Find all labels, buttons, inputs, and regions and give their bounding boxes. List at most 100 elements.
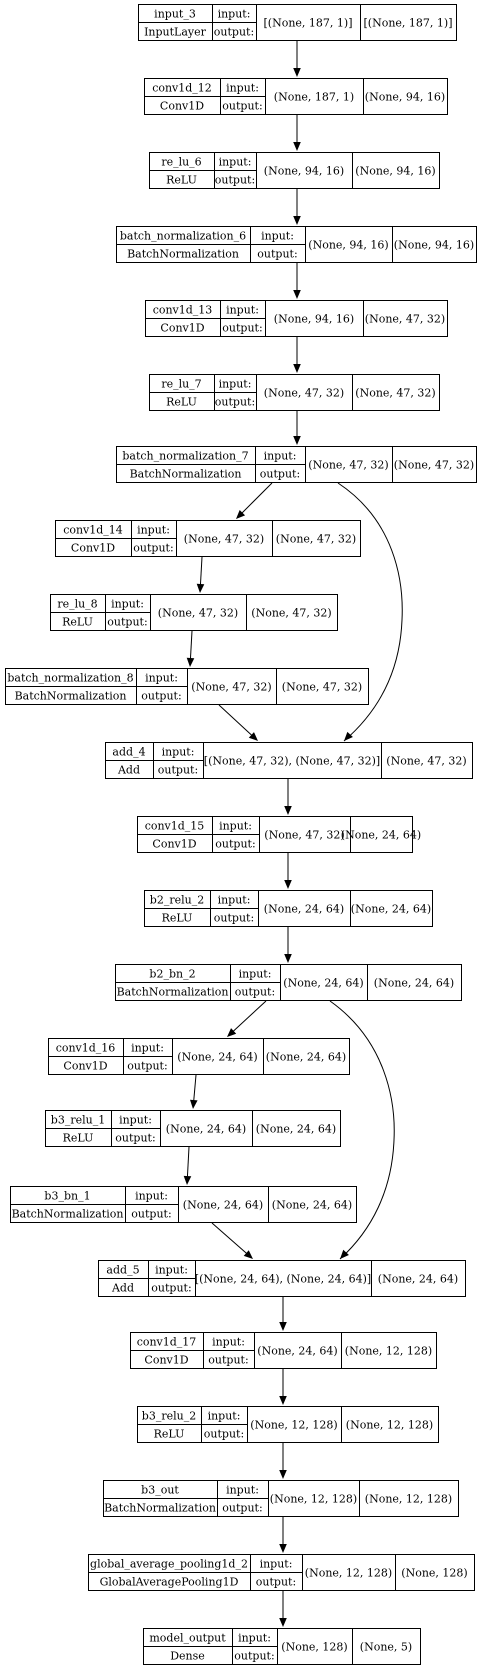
input-label: input: [218,8,251,21]
edge-b3_bn_1-to-add_5 [211,1222,253,1259]
layer-node-batch_normalization_6: batch_normalization_6BatchNormalizationi… [116,226,477,263]
edge-arrowhead [183,1175,192,1185]
output-label: output: [151,1282,191,1295]
layer-type: BatchNormalization [130,468,242,481]
layer-type: GlobalAveragePooling1D [100,1576,239,1589]
edge-input_3-to-conv1d_12 [293,41,301,77]
edge-line [199,556,203,586]
output-label: output: [256,1576,296,1589]
output-shape: (None, 12, 128) [345,1345,432,1358]
edge-conv1d_13-to-re_lu_7 [293,337,301,373]
edge-arrowhead [344,731,353,741]
output-shape: (None, 94, 16) [355,165,435,178]
output-shape: (None, 47, 32) [251,607,331,620]
layer-name: re_lu_8 [57,598,97,611]
output-shape: (None, 47, 32) [276,533,356,546]
edge-add_5-to-conv1d_17 [279,1297,287,1331]
layer-name: conv1d_14 [63,524,123,537]
layer-node-global_average_pooling1d_2: global_average_pooling1d_2GlobalAverageP… [88,1554,475,1591]
output-label: output: [214,26,254,39]
output-label: output: [215,838,255,851]
output-label: output: [214,912,254,925]
input-shape: (None, 12, 128) [250,1419,337,1432]
edge-b2_relu_2-to-b2_bn_2 [284,927,292,963]
edge-batch_normalization_7-to-add_4 [337,482,403,742]
edge-arrowhead [284,954,292,963]
layer-type: ReLU [154,1428,185,1441]
output-label: output: [222,322,262,335]
edges-layer [183,41,403,1627]
layer-name: batch_normalization_8 [7,672,133,685]
output-label: output: [131,1208,171,1221]
layer-type: Add [117,764,140,777]
output-label: output: [222,1502,262,1515]
layer-name: b3_out [141,1484,179,1497]
layer-type: Conv1D [71,542,115,555]
input-shape: (None, 94, 16) [308,239,388,252]
layer-type: Conv1D [63,1060,107,1073]
edge-line [232,1000,267,1032]
layer-name: add_4 [112,746,145,759]
output-label: output: [141,690,181,703]
input-label: input: [137,524,170,537]
layer-type: ReLU [162,912,193,925]
edge-arrowhead [293,216,301,225]
output-shape: (None, 47, 32) [386,755,466,768]
edge-arrowhead [293,68,301,77]
edge-batch_normalization_7-to-conv1d_14 [236,482,273,519]
input-label: input: [264,450,297,463]
edge-arrowhead [236,509,246,519]
output-shape: [(None, 187, 1)] [364,17,453,30]
output-label: output: [107,616,147,629]
edge-add_4-to-conv1d_15 [284,779,292,815]
edge-arrowhead [293,364,301,373]
output-label: output: [215,174,255,187]
edge-arrowhead [279,1544,287,1553]
output-shape: (None, 94, 16) [394,239,474,252]
edge-b2_bn_2-to-conv1d_16 [227,1000,267,1037]
edge-arrowhead [284,880,292,889]
input-shape: (None, 47, 32) [264,387,344,400]
input-shape: [(None, 187, 1)] [264,17,353,30]
edge-arrowhead [293,142,301,151]
input-label: input: [145,672,178,685]
input-shape: (None, 24, 64) [283,977,363,990]
layer-type: BatchNormalization [12,1208,124,1221]
input-label: input: [208,1410,241,1423]
input-label: input: [219,378,252,391]
edge-arrowhead [243,1250,253,1259]
edge-b3_relu_1-to-b3_bn_1 [183,1146,192,1185]
input-label: input: [219,820,252,833]
output-shape: (None, 24, 64) [351,903,431,916]
layer-node-b3_bn_1: b3_bn_1BatchNormalizationinput:output:(N… [10,1186,357,1223]
edge-conv1d_15-to-b2_relu_2 [284,853,292,889]
edge-curve [329,1000,395,1260]
input-shape: (None, 24, 64) [257,1345,337,1358]
edge-batch_normalization_6-to-conv1d_13 [293,263,301,299]
edge-re_lu_7-to-batch_normalization_7 [293,411,301,445]
edge-b3_relu_2-to-b3_out [279,1443,287,1479]
input-shape: (None, 47, 32) [308,459,388,472]
edge-re_lu_8-to-batch_normalization_8 [186,630,195,667]
layer-type: InputLayer [144,26,207,39]
edge-arrowhead [227,1028,237,1037]
output-shape: (None, 12, 128) [365,1493,452,1506]
layer-type: Dense [170,1650,205,1663]
input-shape: (None, 24, 64) [183,1199,263,1212]
layer-node-b3_out: b3_outBatchNormalizationinput:output:(No… [103,1480,459,1517]
layer-name: b3_bn_1 [44,1190,90,1203]
input-shape: (None, 47, 32) [264,829,344,842]
edge-arrowhead [340,1249,349,1259]
input-label: input: [239,968,272,981]
input-label: input: [226,1484,259,1497]
input-shape: (None, 12, 128) [270,1493,357,1506]
edge-arrowhead [279,1618,287,1627]
